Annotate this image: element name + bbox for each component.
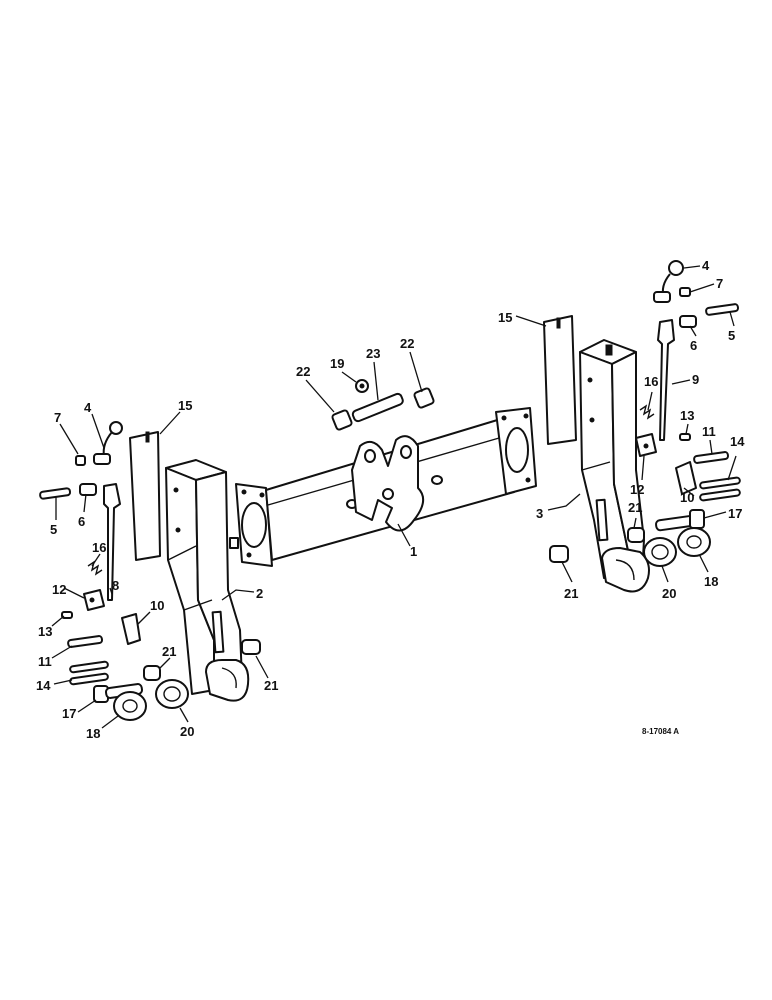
callout-22-right: 22 xyxy=(400,336,414,351)
right-plate-part xyxy=(543,315,577,445)
callout-18-right: 18 xyxy=(704,574,718,589)
callout-14-left: 14 xyxy=(36,678,51,693)
callout-10-left: 10 xyxy=(150,598,164,613)
callout-22-left: 22 xyxy=(296,364,310,379)
callout-23: 23 xyxy=(366,346,380,361)
callout-labels: 1 2 3 4 7 15 5 6 16 12 8 10 13 11 14 17 … xyxy=(36,258,745,741)
callout-11-left: 11 xyxy=(38,654,52,669)
callout-8: 8 xyxy=(112,578,119,593)
callout-18-left: 18 xyxy=(86,726,100,741)
callout-21-right-c: 21 xyxy=(628,500,642,515)
callout-7-left: 7 xyxy=(54,410,61,425)
right-plate-slot xyxy=(556,317,561,329)
callout-5-right: 5 xyxy=(728,328,735,343)
callout-21-left-b: 21 xyxy=(264,678,278,693)
callout-21-right-d: 21 xyxy=(564,586,578,601)
left-small-parts xyxy=(39,421,189,721)
leader-lines xyxy=(51,265,737,729)
callout-6-left: 6 xyxy=(78,514,85,529)
callout-16-left: 16 xyxy=(92,540,106,555)
left-plate-slot xyxy=(145,431,150,443)
callout-10-right: 10 xyxy=(680,490,694,505)
callout-17-left: 17 xyxy=(62,706,76,721)
callout-14-right: 14 xyxy=(730,434,745,449)
callout-6-right: 6 xyxy=(690,338,697,353)
callout-4-right: 4 xyxy=(702,258,710,273)
drawing-reference: 8-17084 A xyxy=(642,727,679,736)
callout-13-right: 13 xyxy=(680,408,694,423)
left-bushing-21b xyxy=(241,639,261,655)
callout-11-right: 11 xyxy=(702,424,716,439)
callout-7-right: 7 xyxy=(716,276,723,291)
right-hitch-arm-part xyxy=(579,339,650,593)
callout-15-left: 15 xyxy=(178,398,192,413)
right-bushing-21a xyxy=(549,545,569,563)
callout-16-right: 16 xyxy=(644,374,658,389)
left-hitch-arm-part xyxy=(165,459,250,702)
callout-3: 3 xyxy=(536,506,543,521)
callout-9: 9 xyxy=(692,372,699,387)
callout-17-right: 17 xyxy=(728,506,742,521)
callout-12-right: 12 xyxy=(630,482,644,497)
right-small-parts xyxy=(627,260,741,567)
callout-2: 2 xyxy=(256,586,263,601)
callout-4-left: 4 xyxy=(84,400,92,415)
callout-5-left: 5 xyxy=(50,522,57,537)
callout-20-left: 20 xyxy=(180,724,194,739)
callout-1: 1 xyxy=(410,544,417,559)
callout-12-left: 12 xyxy=(52,582,66,597)
cross-tube-part xyxy=(229,407,537,567)
callout-21-left-a: 21 xyxy=(162,644,176,659)
callout-15-right: 15 xyxy=(498,310,512,325)
callout-13-left: 13 xyxy=(38,624,52,639)
callout-19: 19 xyxy=(330,356,344,371)
callout-20-right: 20 xyxy=(662,586,676,601)
center-pin-group xyxy=(331,379,435,431)
left-plate-part xyxy=(129,431,161,561)
